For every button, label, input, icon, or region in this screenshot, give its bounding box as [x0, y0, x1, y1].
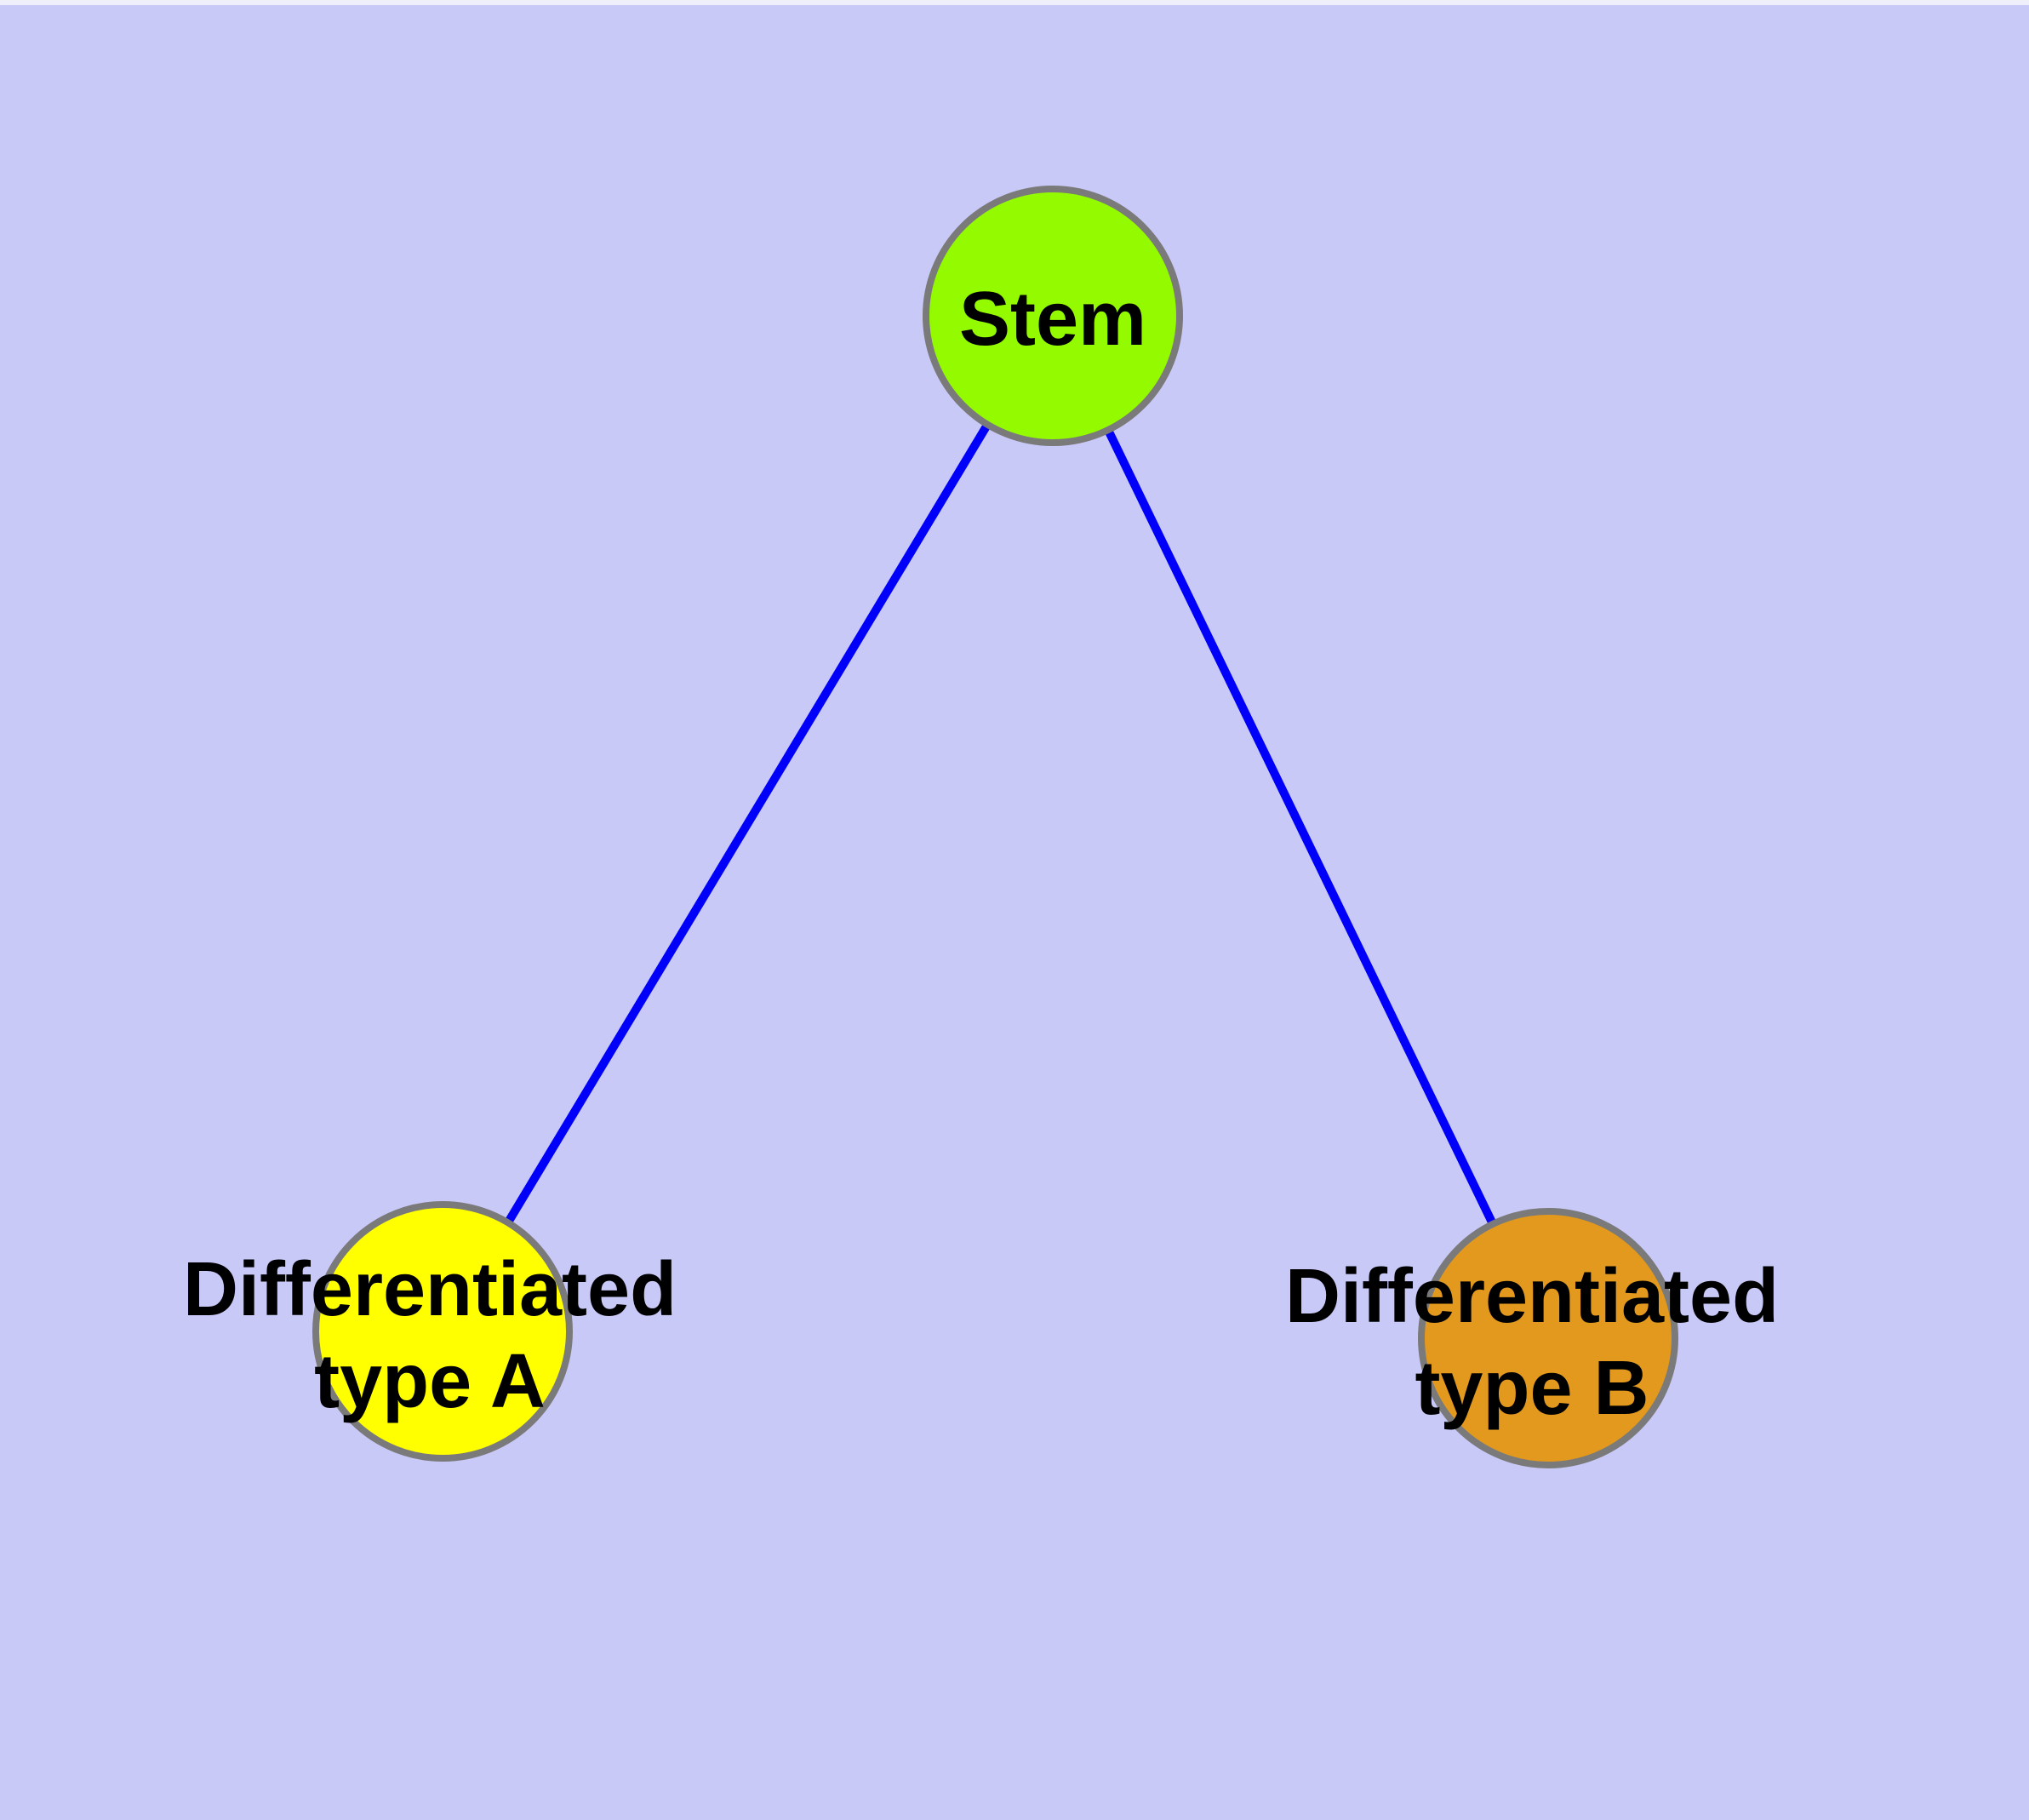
node-stem[interactable]	[923, 186, 1183, 446]
node-differentiated-type-a[interactable]	[312, 1201, 573, 1462]
edge-stem-to-type-a	[438, 313, 1057, 1334]
node-differentiated-type-b[interactable]	[1418, 1208, 1678, 1468]
edge-stem-to-type-b	[1049, 313, 1552, 1341]
top-margin-strip	[0, 0, 2029, 5]
